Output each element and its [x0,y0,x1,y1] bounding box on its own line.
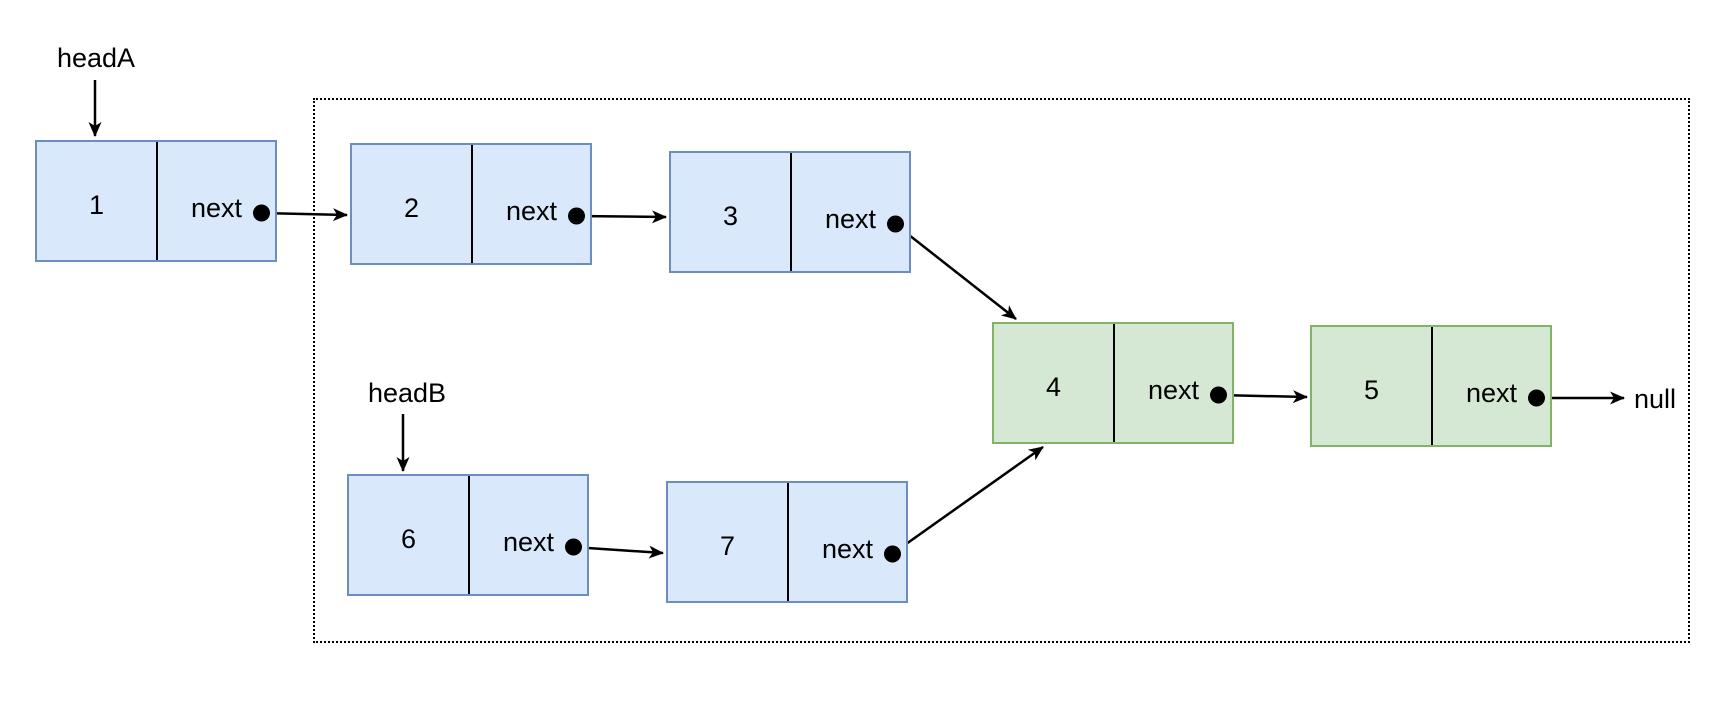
list-node-1: 1 next [35,140,277,262]
pointer-label: next [502,526,555,557]
node-value: 7 [719,530,736,561]
list-node-6: 6 next [347,474,589,596]
pointer-label: next [190,192,243,223]
pointer-label: next [505,195,558,226]
node-value: 6 [400,523,417,554]
label-null: null [1634,384,1677,414]
node-pointer-cell: next [1431,327,1550,445]
node-value: 3 [722,200,739,231]
list-node-2: 2 next [350,143,592,265]
node-pointer-cell: next [471,145,590,263]
node-value: 2 [403,192,420,223]
node-value-cell: 5 [1312,327,1431,445]
node-value-cell: 4 [994,324,1113,442]
list-node-4: 4 next [992,322,1234,444]
node-value-cell: 3 [671,153,790,271]
pointer-dot [253,204,270,222]
intersection-boundary [313,98,1690,643]
node-value: 4 [1045,371,1062,402]
pointer-label: next [821,533,874,564]
node-value: 1 [88,189,105,220]
list-node-7: 7 next [666,481,908,603]
node-pointer-cell: next [468,476,587,594]
pointer-label: next [1147,374,1200,405]
label-headA: headA [56,43,136,73]
node-value: 5 [1363,374,1380,405]
node-value-cell: 1 [37,142,156,260]
node-pointer-cell: next [787,483,906,601]
label-headB: headB [367,378,447,408]
pointer-label: next [1465,377,1518,408]
pointer-dot [1528,389,1545,407]
pointer-dot [565,538,582,556]
pointer-dot [568,207,585,225]
node-value-cell: 6 [349,476,468,594]
pointer-dot [887,215,904,233]
node-value-cell: 2 [352,145,471,263]
node-pointer-cell: next [156,142,275,260]
pointer-dot [1210,386,1227,404]
node-pointer-cell: next [790,153,909,271]
pointer-dot [884,545,901,563]
node-value-cell: 7 [668,483,787,601]
list-node-5: 5 next [1310,325,1552,447]
node-pointer-cell: next [1113,324,1232,442]
list-node-3: 3 next [669,151,911,273]
pointer-label: next [824,203,877,234]
